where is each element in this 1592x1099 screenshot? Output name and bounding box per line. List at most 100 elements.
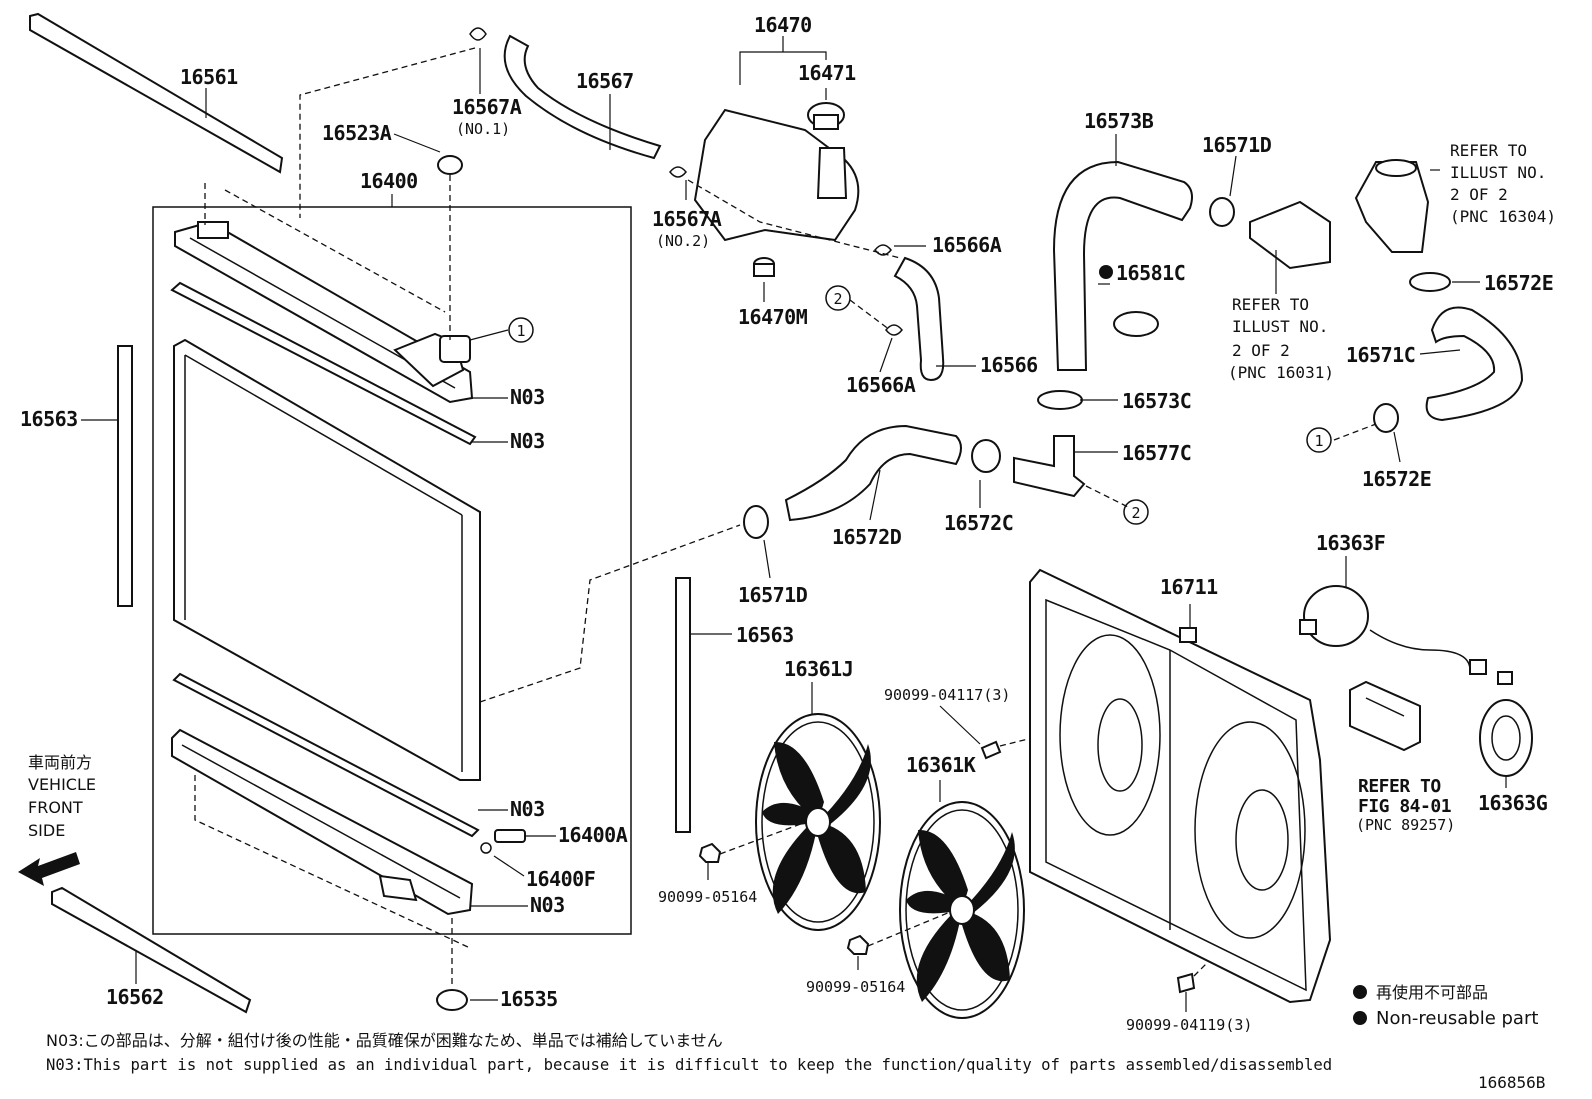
svg-text:ILLUST NO.: ILLUST NO. [1450, 163, 1546, 182]
hose-16567 [503, 34, 662, 160]
side-seal-16563-left [117, 345, 133, 607]
legend-dot-icon-jp [1353, 985, 1367, 999]
svg-text:REFER TO: REFER TO [1450, 141, 1527, 160]
fan-16361K [899, 801, 1025, 1019]
label-no1: (NO.1) [456, 120, 510, 138]
label-90099-04119: 90099-04119(3) [1126, 1016, 1252, 1034]
label-no2: (NO.2) [656, 232, 710, 250]
label-90099-04117: 90099-04117(3) [884, 686, 1010, 704]
label-n03-a: N03 [510, 385, 545, 409]
label-16572E-a: 16572E [1484, 271, 1553, 295]
label-16573C: 16573C [1122, 389, 1191, 413]
label-16572D: 16572D [832, 525, 902, 549]
hose-16571C [1425, 306, 1524, 422]
refer-89257: REFER TO FIG 84-01 (PNC 89257) [1356, 776, 1455, 834]
footnote-en: N03:This part is not supplied as an indi… [46, 1056, 1332, 1074]
bolt-90099-04117 [980, 740, 1002, 760]
label-16561: 16561 [180, 65, 238, 89]
vehicle-front-indicator: 車両前方 VEHICLE FRONT SIDE [18, 753, 96, 886]
hose-16566 [893, 256, 945, 382]
svg-text:REFER TO: REFER TO [1358, 776, 1441, 797]
nut-90099-05164-b [846, 934, 870, 955]
label-16400: 16400 [360, 169, 418, 193]
circle-ref-1-b: 1 [1306, 427, 1332, 453]
svg-text:SIDE: SIDE [28, 821, 65, 840]
label-16567: 16567 [576, 69, 634, 93]
circle-ref-1-a: 1 [508, 317, 534, 343]
label-16523A: 16523A [322, 121, 392, 145]
front-arrow-icon [18, 852, 80, 886]
label-16566A-b: 16566A [846, 373, 916, 397]
label-16470: 16470 [754, 13, 812, 37]
radiator-core [173, 338, 481, 781]
nut-90099-05164-a [698, 842, 722, 863]
fan-motor-16363G [1479, 671, 1533, 777]
svg-text:ILLUST NO.: ILLUST NO. [1232, 317, 1328, 336]
svg-text:車両前方: 車両前方 [28, 753, 92, 772]
label-16572C: 16572C [944, 511, 1013, 535]
drain-cock-16400A [494, 829, 526, 843]
label-16572E-b: 16572E [1362, 467, 1431, 491]
label-16363G: 16363G [1478, 791, 1548, 815]
cushion-16535 [436, 989, 468, 1011]
svg-text:(PNC 16031): (PNC 16031) [1228, 363, 1334, 382]
radiator-cap-16523A [437, 155, 463, 175]
figure-id: 166856B [1478, 1073, 1545, 1092]
label-16567A-no1: 16567A [452, 95, 522, 119]
fan-controller [1349, 680, 1421, 752]
water-outlet [1249, 200, 1331, 270]
label-n03-d: N03 [530, 893, 565, 917]
label-90099-05164-b: 90099-05164 [806, 978, 905, 996]
svg-text:再使用不可部品: 再使用不可部品 [1376, 983, 1488, 1002]
label-16470M: 16470M [738, 305, 808, 329]
svg-text:2 OF 2: 2 OF 2 [1450, 185, 1508, 204]
svg-text:1: 1 [516, 322, 525, 340]
fan-motor-16363F [1299, 585, 1487, 675]
label-16566A-a: 16566A [932, 233, 1002, 257]
label-16567A-no2: 16567A [652, 207, 722, 231]
fan-16361J [755, 713, 881, 931]
o-ring-16400F [480, 842, 492, 854]
support-strip-16562 [51, 886, 252, 1014]
label-16400A: 16400A [558, 823, 628, 847]
water-inlet [1354, 161, 1430, 253]
upper-gasket [170, 281, 477, 446]
clamp-16571D-mid [743, 505, 769, 539]
label-16573B: 16573B [1084, 109, 1154, 133]
label-16562: 16562 [106, 985, 164, 1009]
legend-dot-icon-en [1353, 1011, 1367, 1025]
svg-text:2: 2 [1131, 504, 1140, 522]
clamp-16573C [1037, 390, 1083, 410]
lower-gasket [172, 672, 480, 838]
label-16581C: 16581C [1116, 261, 1185, 285]
clamp-16572E-top [1409, 272, 1451, 292]
non-reusable-dot-16581C [1099, 265, 1113, 279]
label-16471: 16471 [798, 61, 856, 85]
leader-lines [81, 36, 1507, 1012]
support-strip-16561 [29, 12, 284, 174]
fan-shroud-16711 [1029, 568, 1332, 1004]
hose-16573B [1052, 160, 1193, 371]
label-16571D-b: 16571D [738, 583, 808, 607]
label-n03-b: N03 [510, 429, 545, 453]
fitting-16577C [1013, 435, 1086, 498]
refer-16031: REFER TO ILLUST NO. 2 OF 2 (PNC 16031) [1228, 295, 1334, 382]
label-16566: 16566 [980, 353, 1038, 377]
circle-ref-2-a: 2 [825, 285, 851, 311]
label-16563-left: 16563 [20, 407, 78, 431]
svg-text:FRONT: FRONT [28, 798, 83, 817]
legend: 再使用不可部品 Non-reusable part [1353, 983, 1538, 1029]
svg-text:(PNC 89257): (PNC 89257) [1356, 816, 1455, 834]
label-90099-05164-a: 90099-05164 [658, 888, 757, 906]
circle-ref-2-b: 2 [1123, 499, 1149, 525]
svg-text:(PNC 16304): (PNC 16304) [1450, 207, 1556, 226]
refer-16304: REFER TO ILLUST NO. 2 OF 2 (PNC 16304) [1450, 141, 1556, 226]
svg-text:Non-reusable part: Non-reusable part [1376, 1008, 1538, 1029]
clamp-16581C [1113, 311, 1159, 337]
label-16361K: 16361K [906, 753, 976, 777]
label-16577C: 16577C [1122, 441, 1191, 465]
clamp-16572E-bottom [1373, 403, 1399, 433]
hose-16572D [784, 424, 962, 522]
label-16571C: 16571C [1346, 343, 1415, 367]
